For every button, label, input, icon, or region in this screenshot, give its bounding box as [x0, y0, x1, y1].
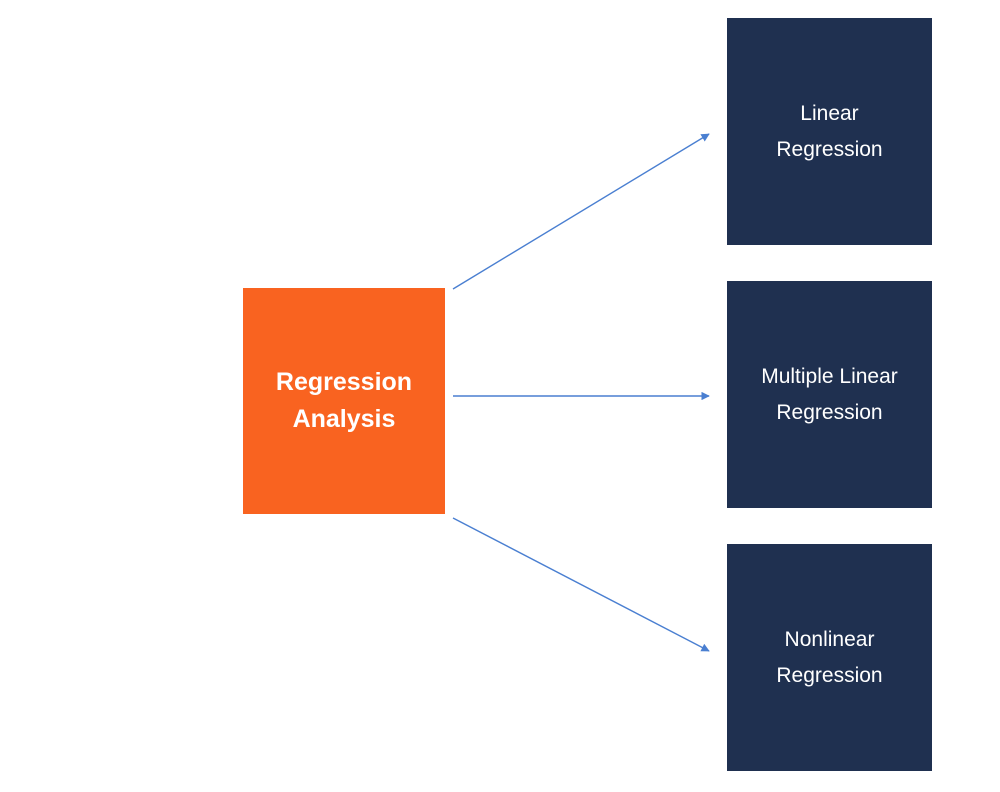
root-node-label: Regression Analysis: [275, 368, 413, 433]
child-node-label: Nonlinear Regression: [776, 627, 883, 687]
child-node-linear-regression: Linear Regression: [727, 18, 932, 245]
arrow-to-linear-regression: [452, 133, 710, 290]
arrow-to-nonlinear-regression: [452, 517, 710, 652]
child-node-nonlinear-regression: Nonlinear Regression: [727, 544, 932, 771]
child-node-label: Linear Regression: [776, 101, 883, 161]
child-node-label: Multiple Linear Regression: [761, 364, 898, 424]
child-node-multiple-linear-regression: Multiple Linear Regression: [727, 281, 932, 508]
root-node-regression-analysis: Regression Analysis: [243, 288, 445, 514]
